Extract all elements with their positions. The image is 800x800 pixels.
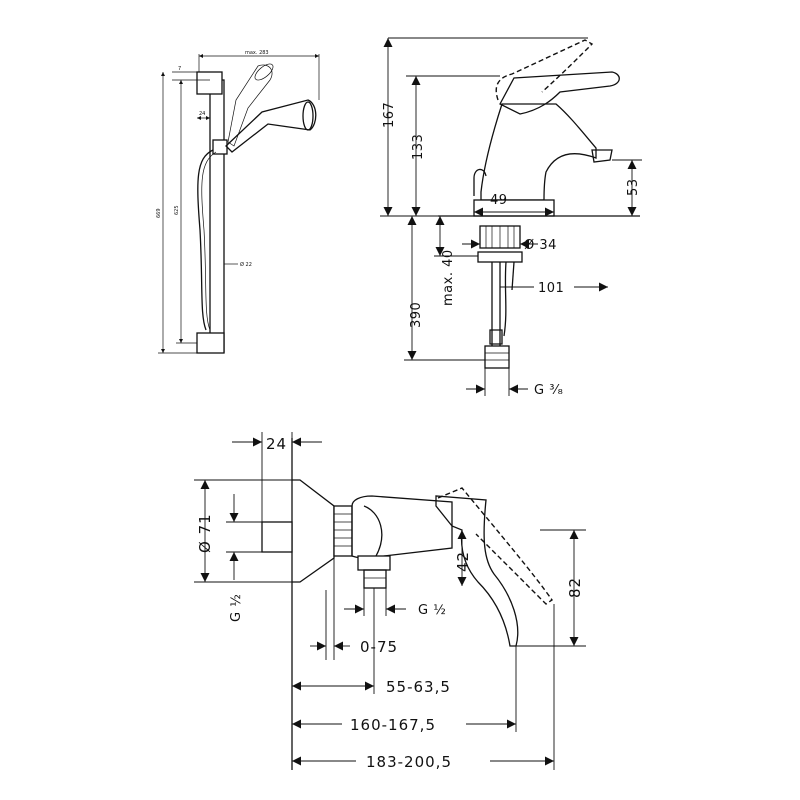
pop-up-linkage (503, 261, 507, 337)
dim-adjust-range: 0-75 (360, 638, 398, 656)
lever-alt-position (437, 487, 553, 605)
shower-rail (209, 79, 225, 353)
hose-connector (484, 345, 510, 369)
lever (435, 495, 519, 647)
lever (499, 71, 620, 115)
bottom-wall-bracket (196, 332, 225, 354)
mixer-body (480, 103, 597, 201)
mixer-base (473, 199, 555, 217)
dim-spout-clearance: 53 (626, 178, 641, 196)
dim-total-height: 669 (156, 208, 162, 218)
top-wall-bracket (196, 71, 223, 95)
dim-total-height: 82 (566, 577, 584, 598)
hand-shower (225, 99, 317, 153)
knurled-connector (333, 505, 353, 557)
basin-mixer-drawing: 167 133 53 49 Ø 34 max. 40 390 101 G ³⁄₈ (380, 37, 642, 398)
mixer-body (351, 495, 453, 559)
dim-spout-height: 133 (411, 134, 426, 160)
dim-shank-diameter: Ø 34 (524, 238, 557, 253)
dim-depth-range-3: 183-200,5 (366, 753, 452, 771)
fixing-nut (477, 251, 523, 263)
dim-wall-depth: 24 (266, 435, 287, 453)
dim-total-height: 167 (382, 102, 397, 128)
dim-depth-range-2: 160-167,5 (350, 716, 436, 734)
shower-hose (197, 149, 214, 331)
dim-inlet-thread: G ½ (229, 594, 244, 622)
dim-rosette-diameter: Ø 71 (196, 513, 214, 553)
spout-tip (591, 149, 613, 163)
dim-depth-range-1: 55-63,5 (386, 678, 451, 696)
dim-connection-thread: G ³⁄₈ (534, 383, 563, 398)
dim-rail-diameter: Ø 22 (240, 261, 252, 268)
popup-rod (473, 168, 487, 196)
outlet (363, 569, 387, 589)
dim-top-offset: 7 (178, 66, 181, 72)
slider (212, 139, 228, 155)
dim-base-width: 49 (490, 193, 508, 208)
wall-rosette (292, 479, 335, 583)
dim-spout-reach: 101 (538, 281, 564, 296)
hand-shower-alt-position (227, 64, 273, 147)
shower-set-drawing: max. 283 7 24 669 625 Ø 22 (156, 50, 320, 354)
shower-mixer-drawing: 24 Ø 71 G ½ G ½ 42 82 0-75 (194, 432, 586, 771)
dim-max-thickness: max. 40 (441, 249, 456, 306)
lever-alt-position (495, 39, 594, 101)
dim-outlet-thread: G ½ (418, 603, 446, 618)
dim-lever-height: 42 (454, 551, 472, 572)
wall-inlet (261, 521, 293, 553)
dim-rail-height: 625 (174, 205, 180, 215)
outlet-nut (357, 555, 391, 571)
dim-arm-offset: 24 (199, 111, 205, 117)
dim-hose-length: 390 (409, 302, 424, 328)
dim-width-max: max. 283 (245, 50, 269, 56)
